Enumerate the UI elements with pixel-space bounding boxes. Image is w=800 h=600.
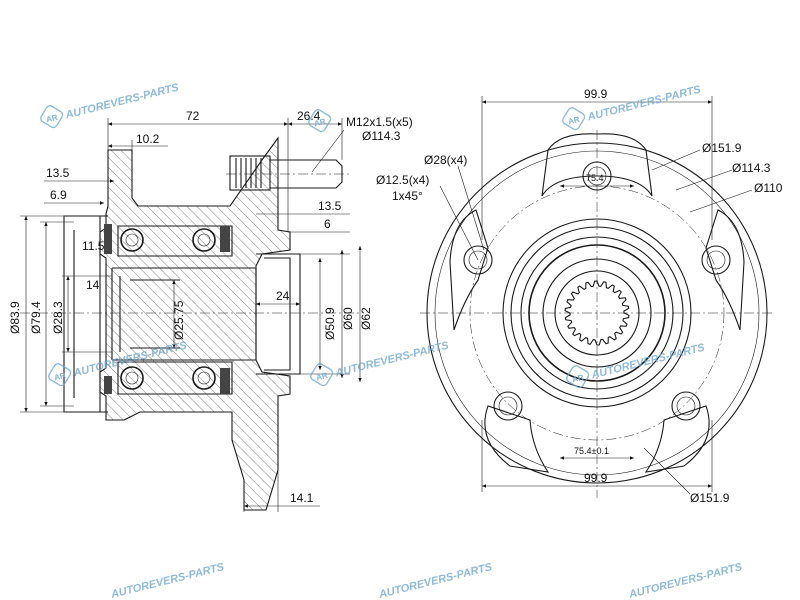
- watermark: AUTOREVERS-PARTS: [627, 561, 744, 600]
- dim-13-5-right: 13.5: [318, 199, 342, 213]
- watermark: AR: [308, 109, 332, 133]
- svg-text:AR: AR: [315, 371, 329, 383]
- dim-14: 14: [86, 278, 100, 292]
- dim-75-4-top: 75.4: [586, 173, 604, 183]
- dim-dia-28: Ø28(x4): [424, 153, 467, 167]
- svg-text:AR: AR: [571, 373, 585, 385]
- flange-outer-circle: [426, 142, 768, 484]
- dim-75-4-bottom: 75.4±0.1: [574, 446, 609, 456]
- svg-text:AUTOREVERS-PARTS: AUTOREVERS-PARTS: [589, 342, 706, 382]
- svg-text:AR: AR: [53, 371, 67, 383]
- dim-14-1: 14.1: [290, 491, 314, 505]
- dim-dia-114-3: Ø114.3: [732, 161, 771, 175]
- dim-72: 72: [186, 109, 200, 123]
- splined-bore: [564, 280, 630, 346]
- dim-dia-60: Ø60: [341, 307, 355, 330]
- dim-dia-79-4: Ø79.4: [29, 301, 43, 334]
- svg-text:AUTOREVERS-PARTS: AUTOREVERS-PARTS: [63, 82, 180, 122]
- watermark: AUTOREVERS-PARTS: [377, 561, 494, 600]
- dim-dia-151-9: Ø151.9: [702, 141, 742, 155]
- bolt-hole: [493, 391, 523, 421]
- bearing-ball: [192, 366, 216, 390]
- dim-11-5: 11.5: [82, 239, 105, 253]
- bearing-ball: [120, 366, 144, 390]
- dim-dia-12-5: Ø12.5(x4): [376, 173, 429, 187]
- front-view: 99.9 75.4 75.4±0.1 99.9 Ø151.9 Ø114.3 Ø1…: [376, 87, 783, 505]
- dim-6: 6: [324, 217, 331, 231]
- svg-text:AR: AR: [45, 113, 59, 125]
- side-section-view: 72 26.4 10.2 13.5 6.9 11.5 14 Ø83.9 Ø79.…: [8, 109, 413, 512]
- bearing-ball: [192, 228, 216, 252]
- svg-text:AR: AR: [313, 117, 327, 129]
- dim-10-2: 10.2: [136, 132, 160, 146]
- bearing-ball: [120, 228, 144, 252]
- svg-text:AUTOREVERS-PARTS: AUTOREVERS-PARTS: [377, 561, 494, 600]
- svg-text:AUTOREVERS-PARTS: AUTOREVERS-PARTS: [109, 561, 226, 600]
- svg-text:AUTOREVERS-PARTS: AUTOREVERS-PARTS: [627, 561, 744, 600]
- watermark: AR AUTOREVERS-PARTS: [40, 82, 181, 129]
- bolt-hole: [463, 245, 493, 275]
- wheel-stud: [226, 155, 352, 191]
- dim-99-9-bottom: 99.9: [584, 471, 608, 485]
- dim-dia-28-3: Ø28.3: [51, 301, 65, 334]
- stud-pcd: Ø114.3: [362, 129, 401, 143]
- hub-ring: [502, 218, 692, 408]
- dim-dia-151-9-bottom: Ø151.9: [690, 491, 730, 505]
- watermark: AR AUTOREVERS-PARTS: [562, 84, 703, 131]
- dim-99-9-top: 99.9: [584, 87, 608, 101]
- bolt-hole: [671, 391, 701, 421]
- bolt-hole: [701, 245, 731, 275]
- dim-dia-50-9: Ø50.9: [323, 307, 337, 340]
- hub-flange: [99, 136, 291, 511]
- dim-13-5-left: 13.5: [46, 166, 70, 180]
- seal: [104, 224, 112, 254]
- spline-teeth: [564, 280, 630, 346]
- svg-text:AR: AR: [567, 115, 581, 127]
- dim-6-9: 6.9: [50, 188, 67, 202]
- stud-thread-note: M12x1.5(x5): [346, 115, 413, 129]
- seal: [104, 376, 112, 394]
- dim-dia-110: Ø110: [754, 181, 783, 195]
- dim-dia-83-9: Ø83.9: [8, 301, 22, 334]
- dim-24: 24: [276, 289, 290, 303]
- dim-dia-25-75: Ø25.75: [172, 300, 186, 340]
- watermark: AUTOREVERS-PARTS: [109, 561, 226, 600]
- chamfer-note: 1x45°: [392, 189, 423, 203]
- watermark: AR AUTOREVERS-PARTS: [566, 342, 707, 389]
- dim-dia-62: Ø62: [359, 307, 373, 330]
